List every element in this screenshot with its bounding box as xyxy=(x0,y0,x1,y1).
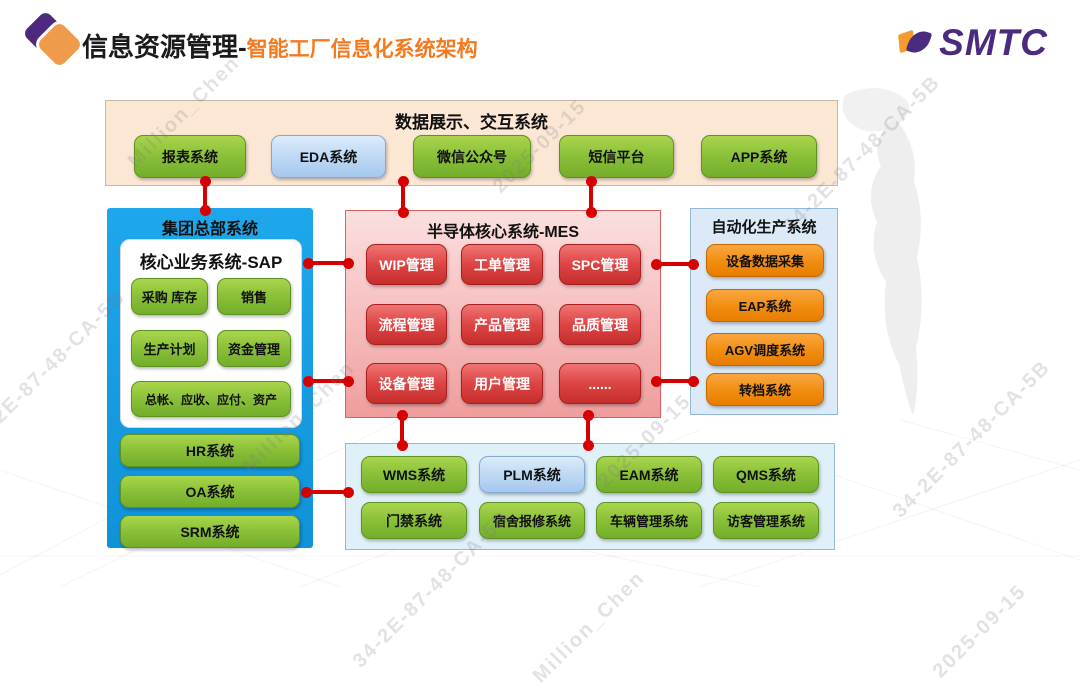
chip-quality-management: 品质管理 xyxy=(559,304,641,345)
chip-wip-management: WIP管理 xyxy=(366,244,447,285)
panel-data-display-interaction: 数据展示、交互系统 报表系统 EDA系统 微信公众号 短信平台 APP系统 xyxy=(105,100,838,186)
chip-report-system: 报表系统 xyxy=(134,135,246,178)
panel-core-business-sap: 核心业务系统-SAP 采购 库存 销售 生产计划 资金管理 总帐、应收、应付、资… xyxy=(120,239,302,428)
chip-eam-system: EAM系统 xyxy=(596,456,702,493)
chip-eda-system: EDA系统 xyxy=(271,135,386,178)
smtc-logo: SMTC xyxy=(897,22,1048,64)
brand-diamond-logo xyxy=(22,10,83,68)
chip-equipment-data-collection: 设备数据采集 xyxy=(706,244,824,277)
panel-group-headquarters: 集团总部系统 核心业务系统-SAP 采购 库存 销售 生产计划 资金管理 总帐、… xyxy=(107,208,313,548)
connector-mes-to-support-right xyxy=(582,410,594,451)
connector-top-to-mes-left xyxy=(397,176,409,218)
panel-title: 半导体核心系统-MES xyxy=(426,224,579,241)
chip-visitor-management-system: 访客管理系统 xyxy=(713,502,819,539)
panel-title: 数据展示、交互系统 xyxy=(395,113,548,132)
panel-title: 自动化生产系统 xyxy=(711,219,817,236)
chip-transfer-system: 转档系统 xyxy=(706,373,824,406)
chip-access-control-system: 门禁系统 xyxy=(361,502,467,539)
chip-eap-system: EAP系统 xyxy=(706,289,824,322)
chip-user-management: 用户管理 xyxy=(461,363,543,404)
chip-production-planning: 生产计划 xyxy=(131,330,208,367)
connector-top-to-group xyxy=(199,176,211,216)
chip-hr-system: HR系统 xyxy=(120,434,300,467)
chip-plm-system: PLM系统 xyxy=(479,456,585,493)
chip-product-management: 产品管理 xyxy=(461,304,543,345)
chip-qms-system: QMS系统 xyxy=(713,456,819,493)
chip-srm-system: SRM系统 xyxy=(120,515,300,548)
panel-automation-production: 自动化生产系统 设备数据采集 EAP系统 AGV调度系统 转档系统 xyxy=(690,208,838,415)
smtc-logo-icon xyxy=(897,24,933,62)
panel-title: 核心业务系统-SAP xyxy=(139,253,283,272)
chip-dorm-repair-system: 宿舍报修系统 xyxy=(479,502,585,539)
connector-mes-to-auto-lower xyxy=(651,375,699,387)
watermark-text: 2025-09-15 xyxy=(928,580,1031,683)
panel-support-systems: WMS系统 PLM系统 EAM系统 QMS系统 门禁系统 宿舍报修系统 车辆管理… xyxy=(345,443,835,550)
watermark-text: 34-2E-87-48-CA-5B xyxy=(888,356,1055,523)
page-title-main: 信息资源管理- xyxy=(82,32,247,62)
panel-title: 集团总部系统 xyxy=(161,221,258,238)
chip-equipment-management: 设备管理 xyxy=(366,363,447,404)
chip-oa-system: OA系统 xyxy=(120,475,300,508)
chip-agv-dispatch-system: AGV调度系统 xyxy=(706,333,824,366)
chip-spc-management: SPC管理 xyxy=(559,244,641,285)
page-title: 信息资源管理-智能工厂信息化系统架构 xyxy=(82,27,478,64)
chip-more-ellipsis: ...... xyxy=(559,363,641,404)
chip-funds-management: 资金管理 xyxy=(217,330,291,367)
chip-gl-ar-ap-assets: 总帐、应收、应付、资产 xyxy=(131,381,291,417)
connector-top-to-mes-right xyxy=(585,176,597,218)
chip-sales: 销售 xyxy=(217,278,291,315)
chip-wms-system: WMS系统 xyxy=(361,456,467,493)
chip-vehicle-management-system: 车辆管理系统 xyxy=(596,502,702,539)
connector-group-to-mes-upper xyxy=(303,257,354,269)
connector-group-to-support xyxy=(301,486,354,498)
watermark-text: Million_Chen xyxy=(528,566,650,688)
connector-mes-to-auto-upper xyxy=(651,258,699,270)
chip-process-management: 流程管理 xyxy=(366,304,447,345)
chip-purchase-inventory: 采购 库存 xyxy=(131,278,208,315)
connector-group-to-mes-lower xyxy=(303,375,354,387)
smtc-logo-text: SMTC xyxy=(939,22,1048,63)
connector-mes-to-support-left xyxy=(396,410,408,451)
chip-workorder-management: 工单管理 xyxy=(461,244,543,285)
chip-sms-platform: 短信平台 xyxy=(559,135,674,178)
panel-semiconductor-mes: 半导体核心系统-MES WIP管理 工单管理 SPC管理 流程管理 产品管理 品… xyxy=(345,210,661,418)
chip-wechat-official: 微信公众号 xyxy=(413,135,531,178)
page-title-sub: 智能工厂信息化系统架构 xyxy=(246,38,478,61)
chip-app-system: APP系统 xyxy=(701,135,817,178)
